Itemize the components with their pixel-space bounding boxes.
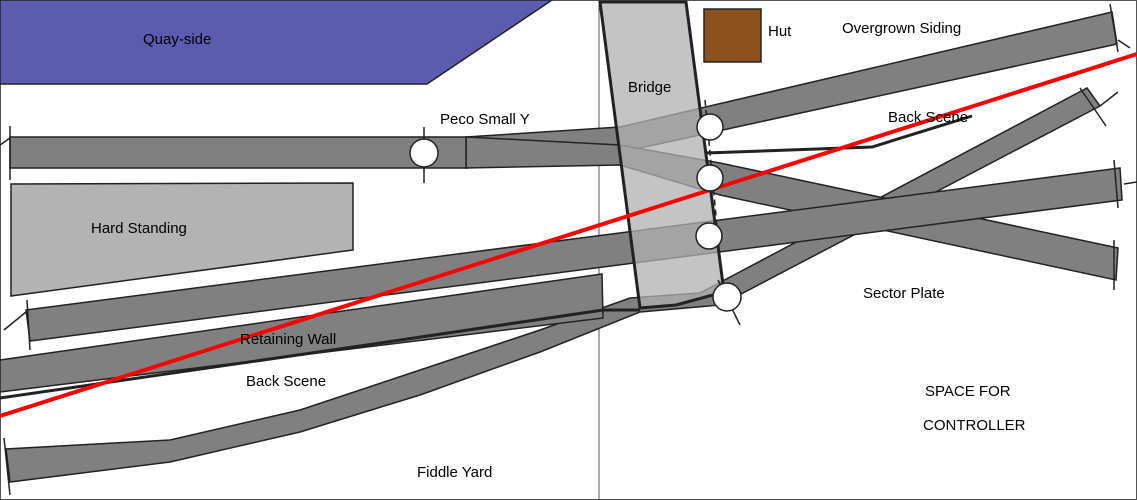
label-hut: Hut <box>768 23 792 40</box>
end-stop-retaining <box>26 299 31 351</box>
end-stop-sector-1-arrow <box>1123 181 1137 185</box>
label-quayside: Quay-side <box>143 31 211 48</box>
sector-pivot-1 <box>696 113 724 141</box>
hard-standing-area <box>10 182 354 297</box>
main-line-track <box>9 136 467 169</box>
sector-pivot-4 <box>712 282 742 312</box>
baseboard-join-line <box>0 52 1137 418</box>
sector-pivot-2 <box>696 164 724 192</box>
back-scene-left-line <box>0 308 640 400</box>
turnout-marker-main <box>409 138 439 168</box>
end-stop-retaining-arrow <box>3 311 27 331</box>
label-hard-standing: Hard Standing <box>91 220 187 237</box>
sector-pivot-3 <box>695 222 723 250</box>
label-peco-small-y: Peco Small Y <box>440 111 530 128</box>
label-overgrown-siding: Overgrown Siding <box>842 20 961 37</box>
hut-building <box>703 8 762 63</box>
end-stop-sector-1 <box>1113 159 1119 209</box>
end-stop-siding-arrow <box>1117 39 1131 49</box>
label-space-for: SPACE FOR <box>925 383 1011 400</box>
end-stop-sector-3 <box>1079 87 1107 127</box>
label-bridge: Bridge <box>628 79 671 96</box>
label-back-scene-left: Back Scene <box>246 373 326 390</box>
end-stop-sector-3-arrow <box>1099 91 1119 107</box>
bridge <box>598 0 726 310</box>
end-stop-siding <box>1109 3 1119 53</box>
quayside-area <box>0 0 554 85</box>
back-scene-right-line <box>705 114 973 155</box>
retaining-wall-track <box>0 273 604 393</box>
label-back-scene-right: Back Scene <box>888 109 968 126</box>
label-sector-plate: Sector Plate <box>863 285 945 302</box>
end-stop-fiddle <box>3 437 11 496</box>
label-controller: CONTROLLER <box>923 417 1026 434</box>
label-retaining-wall: Retaining Wall <box>240 331 336 348</box>
end-stop-main-arrow <box>0 137 11 146</box>
label-fiddle-yard: Fiddle Yard <box>417 464 492 481</box>
